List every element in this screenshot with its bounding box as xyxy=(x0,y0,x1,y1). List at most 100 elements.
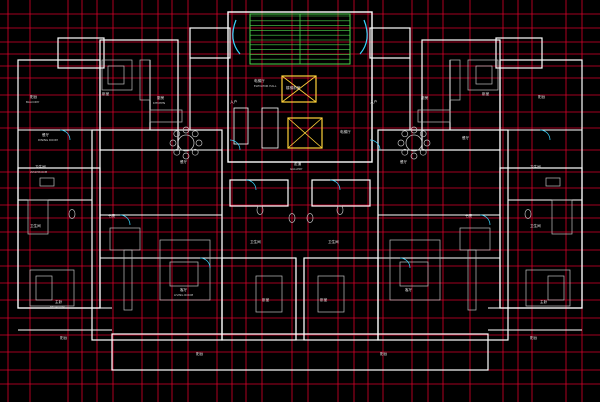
wall-outline xyxy=(311,179,371,207)
label-elevator-room-right: 电梯厅 xyxy=(340,130,351,134)
label-bath-lower-l: 卫生间 xyxy=(30,224,41,228)
label-living-r: 客厅 xyxy=(405,288,413,292)
label-bath-en-l: WASHROOM xyxy=(30,170,48,174)
furniture-item xyxy=(459,227,491,251)
label-bath-r: 卫生间 xyxy=(530,165,541,169)
label-kitchen-l: 厨房 xyxy=(157,96,165,100)
label-dining-table-r: 餐厅 xyxy=(400,160,408,164)
label-balcony-tr: 阳台 xyxy=(538,95,546,99)
label-dining-table-l: 餐厅 xyxy=(180,160,188,164)
door-swing xyxy=(479,214,491,226)
label-dining-en-l: DINING ROOM xyxy=(38,138,58,142)
core-outline xyxy=(227,11,373,163)
furniture-item xyxy=(169,261,199,287)
door-swing xyxy=(539,129,551,141)
furniture-item xyxy=(101,59,133,91)
dining-chair xyxy=(410,152,418,160)
furniture-item xyxy=(547,275,565,301)
furniture-item xyxy=(545,177,561,187)
furniture-item xyxy=(39,177,55,187)
label-master-en-l: BEDROOM xyxy=(50,305,65,309)
furniture-item xyxy=(109,227,141,251)
dining-table xyxy=(405,134,423,152)
elevator-cross-b xyxy=(281,75,317,103)
toilet xyxy=(288,213,296,223)
label-master-l: 主卧 xyxy=(55,300,63,304)
label-study-l: 书房 xyxy=(108,214,116,218)
label-bath-l: 卫生间 xyxy=(35,165,46,169)
label-stair-hall: 楼梯前室 xyxy=(286,86,301,90)
toilet xyxy=(68,209,76,219)
dining-chair xyxy=(173,148,181,156)
door-swing xyxy=(369,139,381,151)
door-swing xyxy=(329,179,341,191)
label-balcony-en-tl: BALCONY xyxy=(26,100,40,104)
furniture-item xyxy=(107,65,125,85)
furniture-item xyxy=(317,275,345,313)
furniture-item xyxy=(149,109,183,123)
dining-chair xyxy=(191,130,199,138)
furniture-item xyxy=(525,269,571,307)
door-swing xyxy=(199,257,211,269)
dining-chair xyxy=(191,148,199,156)
label-balcony-bottom-l: 阳台 xyxy=(196,352,204,356)
label-corridor: 走道 xyxy=(294,162,302,166)
core-arc-right xyxy=(359,19,368,55)
dining-chair xyxy=(401,148,409,156)
furniture-item xyxy=(35,275,53,301)
dining-chair xyxy=(419,148,427,156)
furniture-item xyxy=(399,261,429,287)
label-bedroom-tr: 卧室 xyxy=(482,92,490,96)
furniture-item xyxy=(29,269,75,307)
dining-table xyxy=(177,134,195,152)
door-swing xyxy=(119,214,131,226)
label-balcony-tl: 阳台 xyxy=(30,95,38,99)
wall-outline xyxy=(221,257,297,341)
dining-chair xyxy=(169,139,177,147)
dining-chair xyxy=(397,139,405,147)
dining-chair xyxy=(182,126,190,134)
walls xyxy=(17,27,583,371)
label-kitchen-r: 厨房 xyxy=(421,96,429,100)
furniture-item xyxy=(467,59,499,91)
dining-chair xyxy=(423,139,431,147)
wall-outline xyxy=(303,257,379,341)
door-swing xyxy=(399,257,411,269)
label-bedroom-c1: 卧室 xyxy=(262,298,270,302)
label-balcony-bl: 阳台 xyxy=(60,336,68,340)
label-elevator-en: ELEVATOR HALL xyxy=(254,84,277,88)
dining-chair xyxy=(195,139,203,147)
door-swing xyxy=(229,139,241,151)
furniture-item xyxy=(123,249,133,311)
shaft-small xyxy=(233,107,249,145)
label-balcony-bottom-r: 阳台 xyxy=(380,352,388,356)
label-bedroom-tl: 卧室 xyxy=(102,92,110,96)
elevator-shaft-1 xyxy=(281,75,317,103)
dining-chair xyxy=(182,152,190,160)
dining-chair xyxy=(401,130,409,138)
dining-chair xyxy=(410,126,418,134)
label-corridor-en: GALLERY xyxy=(290,167,303,171)
label-bedroom-c2: 卧室 xyxy=(320,298,328,302)
furniture-item xyxy=(389,239,441,301)
wall-outline xyxy=(57,37,105,69)
door-swing xyxy=(245,179,257,191)
label-bath-center-r: 卫生间 xyxy=(328,240,339,244)
label-bath-center-l: 卫生间 xyxy=(250,240,261,244)
dining-chair xyxy=(173,130,181,138)
label-kitchen-en-l: KITCHEN xyxy=(153,101,166,105)
furniture-item xyxy=(417,109,451,123)
label-living-en-l: LIVING ROOM xyxy=(174,293,194,297)
label-balcony-br: 阳台 xyxy=(530,336,538,340)
furniture-item xyxy=(475,65,493,85)
furniture-item xyxy=(551,199,573,235)
toilet xyxy=(256,205,264,215)
wall-outline xyxy=(369,27,411,59)
label-elevator-room-left: 电梯厅 xyxy=(254,79,265,83)
label-entry-left: 入户 xyxy=(230,100,238,104)
toilet xyxy=(306,213,314,223)
stair-elevator-core xyxy=(227,11,373,163)
wall-outline xyxy=(495,37,543,69)
furniture-item xyxy=(159,239,211,301)
